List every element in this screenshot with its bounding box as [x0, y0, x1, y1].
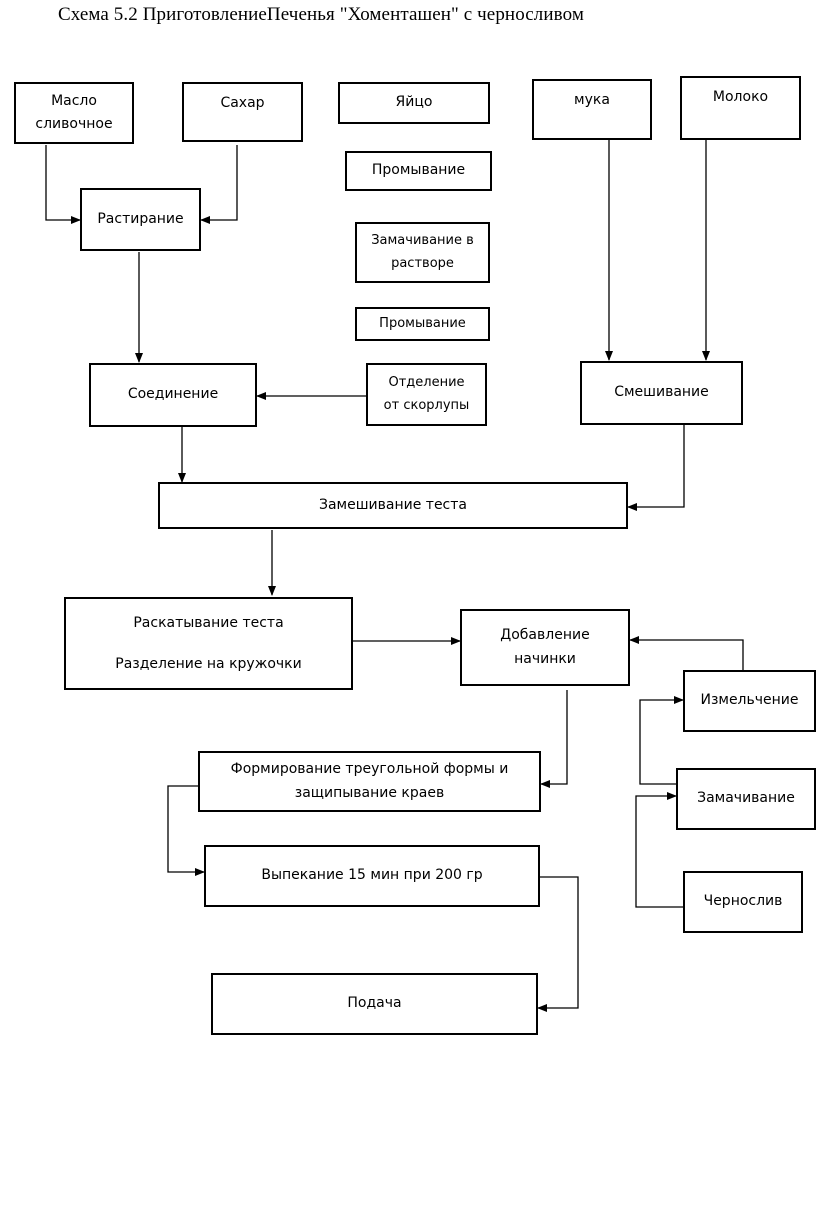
node-forming-line1: Формирование треугольной формы и: [230, 761, 509, 778]
node-grinding: Измельчение: [683, 670, 816, 732]
diagram-title: Схема 5.2 ПриготовлениеПеченья "Хоменташ…: [58, 4, 584, 25]
node-rubbing-label: Растирание: [97, 210, 184, 227]
node-combining-label: Соединение: [127, 386, 219, 403]
node-washing-2: Промывание: [355, 307, 490, 341]
node-soaking-solution: Замачивание в растворе: [355, 222, 490, 283]
arrow-forming-to-baking: [167, 785, 205, 876]
node-combining: Соединение: [89, 363, 257, 427]
node-butter-line1: Масло: [51, 92, 97, 109]
node-serving-label: Подача: [347, 995, 402, 1012]
node-egg: Яйцо: [338, 82, 490, 124]
node-kneading-label: Замешивание теста: [319, 496, 467, 513]
node-shell-removal-line1: Отделение: [388, 375, 465, 391]
node-baking-label: Выпекание 15 мин при 200 гр: [261, 867, 483, 884]
arrow-mixing-to-kneading: [627, 425, 685, 511]
node-adding-filling-line1: Добавление: [500, 627, 590, 644]
node-grinding-label: Измельчение: [700, 692, 799, 709]
node-egg-label: Яйцо: [395, 94, 433, 111]
node-mixing: Смешивание: [580, 361, 743, 425]
node-sugar-label: Сахар: [220, 95, 265, 111]
node-prunes-label: Чернослив: [703, 893, 783, 910]
arrow-grinding-to-filling: [629, 636, 744, 670]
node-rolling-line2: Разделение на кружочки: [115, 655, 302, 672]
arrow-sugar-to-rubbing: [200, 145, 238, 224]
node-adding-filling: Добавление начинки: [460, 609, 630, 686]
node-flour: мука: [532, 79, 652, 140]
node-washing-1-label: Промывание: [371, 162, 466, 179]
node-flour-label: мука: [574, 92, 610, 108]
node-washing-1: Промывание: [345, 151, 492, 191]
arrow-prunes-to-soaking: [635, 792, 683, 908]
node-butter: Масло сливочное: [14, 82, 134, 144]
node-rolling: Раскатывание теста Разделение на кружочк…: [64, 597, 353, 690]
node-prunes: Чернослив: [683, 871, 803, 933]
node-shell-removal-line2: от скорлупы: [383, 397, 470, 413]
arrow-baking-to-serving: [537, 876, 579, 1012]
node-rubbing: Растирание: [80, 188, 201, 251]
node-shell-removal: Отделение от скорлупы: [366, 363, 487, 426]
arrow-filling-to-forming: [540, 690, 568, 788]
node-sugar: Сахар: [182, 82, 303, 142]
node-soaking: Замачивание: [676, 768, 816, 830]
node-soaking-solution-line2: растворе: [391, 255, 454, 271]
node-milk: Молоко: [680, 76, 801, 140]
node-washing-2-label: Промывание: [379, 315, 466, 331]
arrow-soaking-to-grinding: [639, 696, 684, 785]
node-forming-line2: защипывание краев: [294, 784, 445, 801]
arrow-butter-to-rubbing: [45, 145, 81, 224]
node-forming: Формирование треугольной формы и защипыв…: [198, 751, 541, 812]
node-adding-filling-line2: начинки: [514, 650, 576, 667]
node-kneading: Замешивание теста: [158, 482, 628, 529]
node-butter-line2: сливочное: [35, 116, 113, 132]
node-milk-label: Молоко: [712, 89, 769, 105]
node-soaking-solution-line1: Замачивание в: [371, 233, 474, 249]
node-mixing-label: Смешивание: [614, 384, 709, 401]
node-baking: Выпекание 15 мин при 200 гр: [204, 845, 540, 907]
node-rolling-line1: Раскатывание теста: [133, 614, 284, 631]
node-serving: Подача: [211, 973, 538, 1035]
node-soaking-label: Замачивание: [697, 790, 795, 807]
